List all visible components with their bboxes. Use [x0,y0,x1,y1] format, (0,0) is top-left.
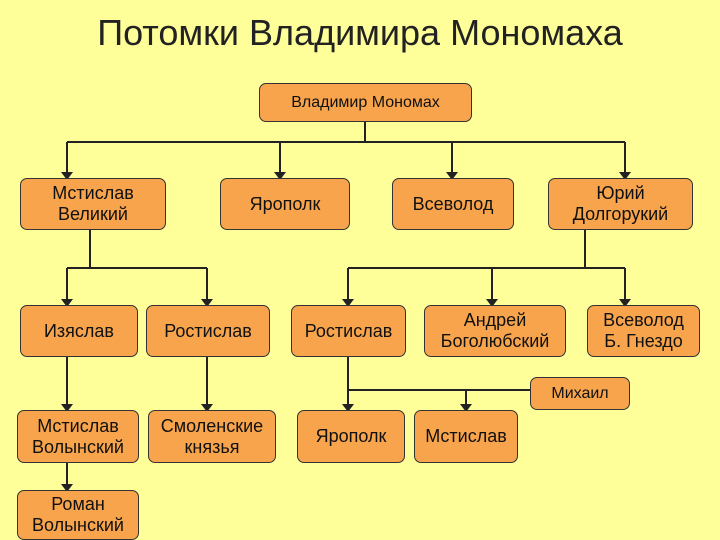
node-mikhail: Михаил [530,377,630,410]
node-izyaslav: Изяслав [20,305,138,357]
node-smolenskie-knyazya: Смоленские князья [148,410,276,463]
node-roman-volynskiy: Роман Волынский [17,490,139,540]
node-mstislav-volynskiy: Мстислав Волынский [17,410,139,463]
node-rostislav-1: Ростислав [146,305,270,357]
node-rostislav-2: Ростислав [291,305,406,357]
page-title: Потомки Владимира Мономаха [97,12,623,53]
node-mstislav-2: Мстислав [414,410,518,463]
node-andrey-bogolyubskiy: Андрей Боголюбский [424,305,566,357]
node-yaropolk-1: Ярополк [220,178,350,230]
node-yuriy-dolgorukiy: Юрий Долгорукий [548,178,693,230]
node-vsevolod-1: Всеволод [392,178,514,230]
node-mstislav-velikiy: Мстислав Великий [20,178,166,230]
node-vsevolod-gnezdo: Всеволод Б. Гнездо [587,305,700,357]
node-vladimir-monomakh: Владимир Мономах [259,83,472,122]
node-yaropolk-2: Ярополк [297,410,405,463]
